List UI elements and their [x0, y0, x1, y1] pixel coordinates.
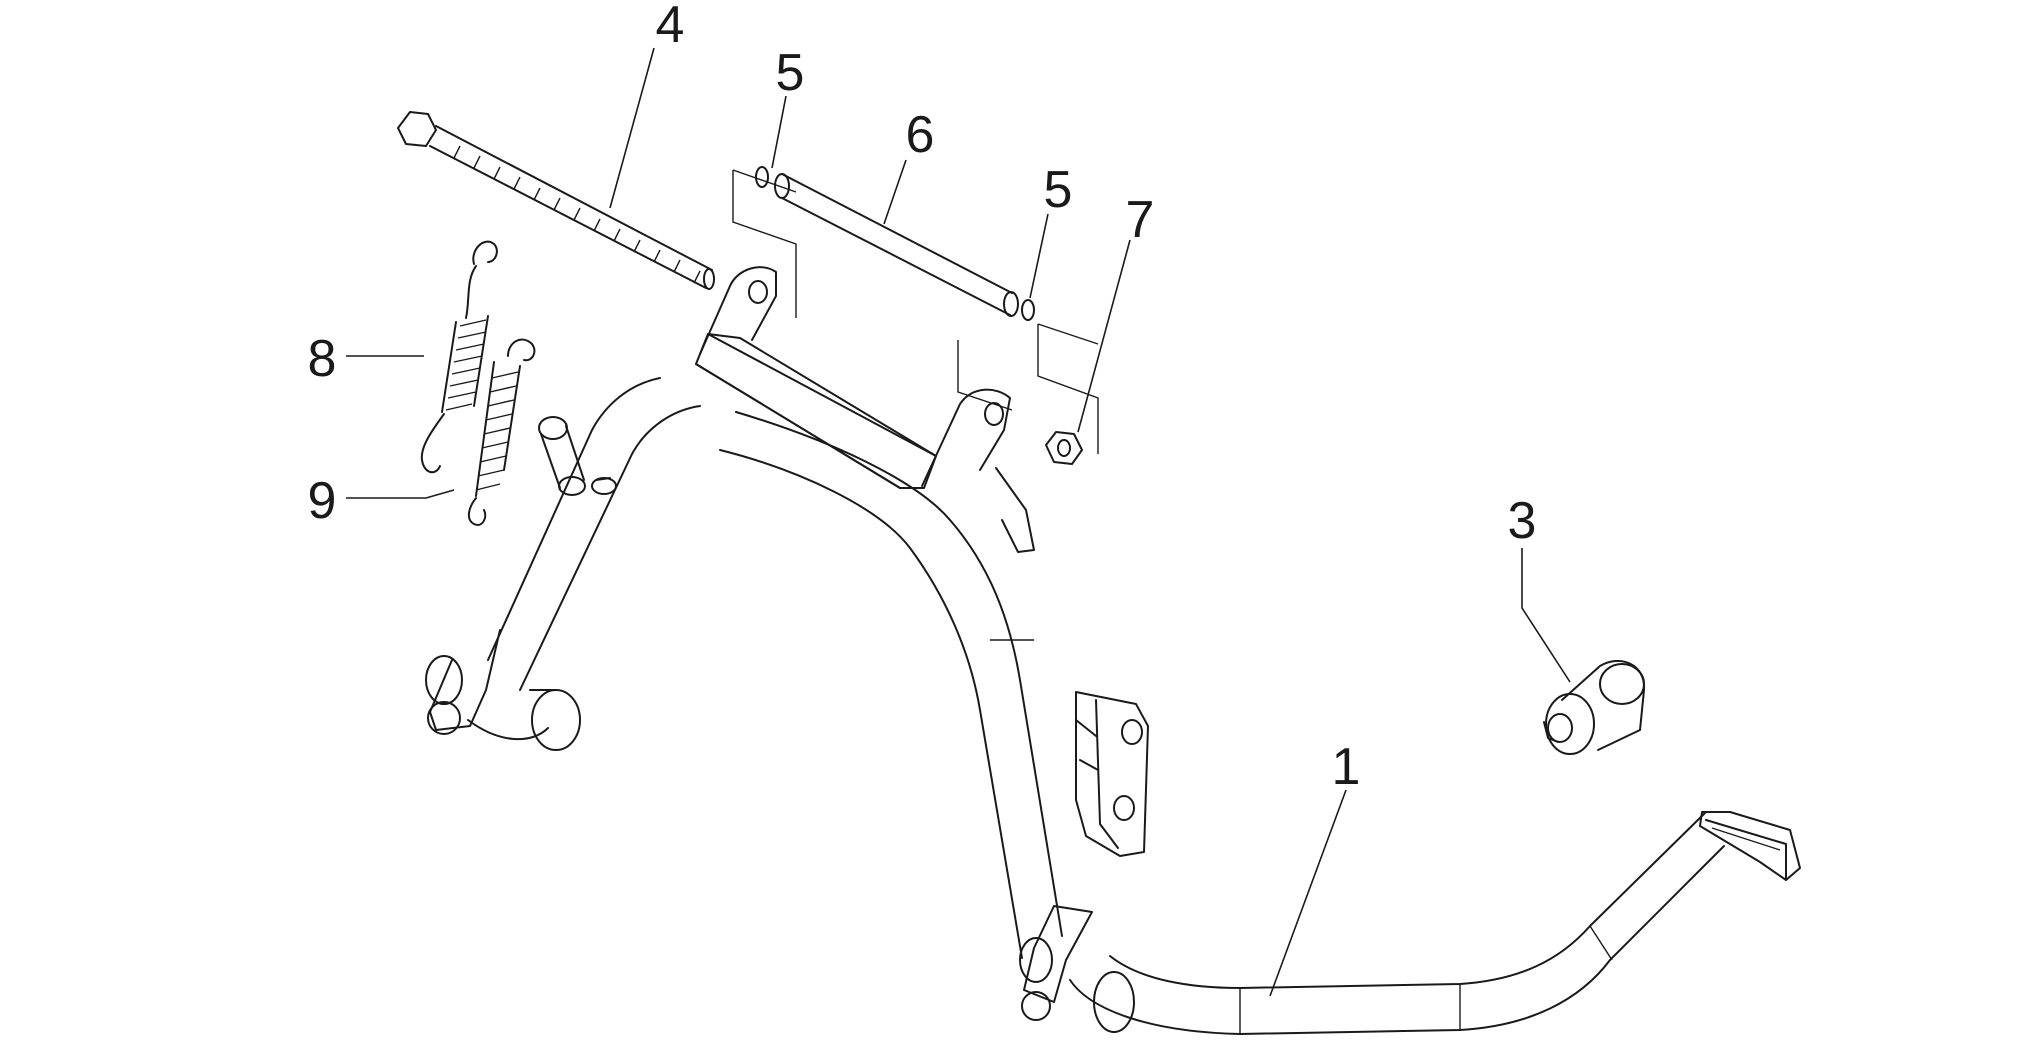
part-1-center-stand	[425, 266, 1801, 1035]
leader-lines	[346, 47, 1571, 997]
part-5-washer-right	[1021, 299, 1035, 321]
part-6-pin	[774, 173, 1019, 317]
bolt-thread	[453, 145, 701, 284]
spring-pin	[538, 416, 617, 496]
part-9-spring	[468, 338, 536, 526]
part-4-bolt	[397, 111, 715, 290]
callout-7: 7	[1126, 191, 1155, 249]
callout-9: 9	[308, 472, 337, 530]
callout-6: 6	[906, 106, 935, 164]
leader-boxes	[732, 169, 1099, 454]
callout-5-left: 5	[776, 44, 805, 102]
part-3-rubber-bumper	[1543, 660, 1646, 755]
callout-4: 4	[656, 0, 685, 54]
callout-3: 3	[1508, 492, 1537, 550]
callout-1: 1	[1332, 738, 1361, 796]
callout-labels: 4 5 6 5 7 8 9 3 1	[308, 0, 1537, 796]
part-8-spring	[420, 240, 498, 474]
part-7-nut	[1045, 431, 1083, 465]
callout-5-right: 5	[1044, 161, 1073, 219]
part-5-washer-left	[755, 166, 769, 188]
callout-8: 8	[308, 330, 337, 388]
